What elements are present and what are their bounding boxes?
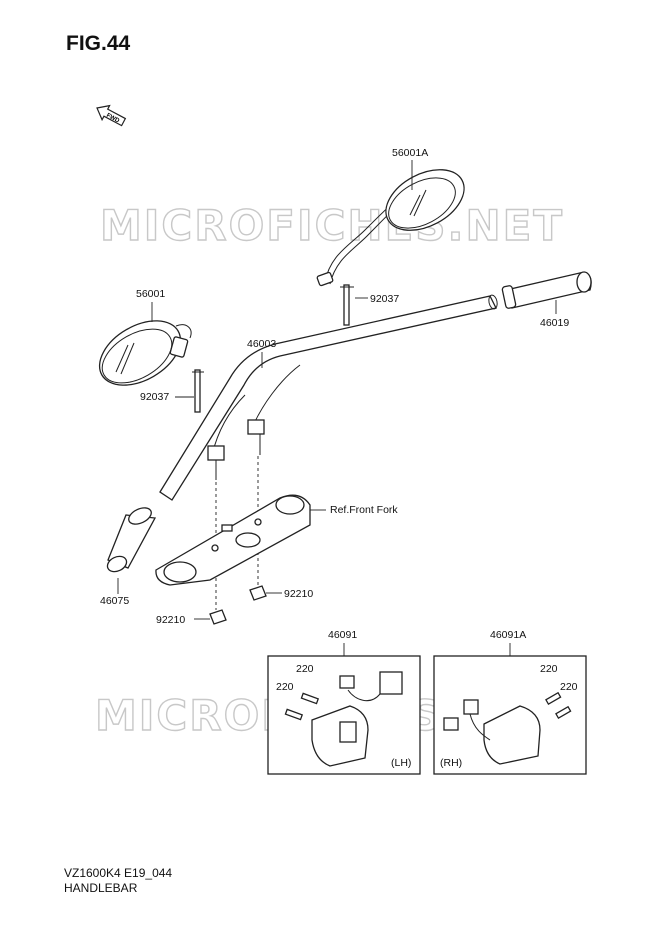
switch-right [443,691,572,765]
leader-lines [117,160,557,656]
label-mirror-right: 56001A [392,147,428,159]
label-screw-lh-a: 220 [296,663,314,675]
grip-right [501,271,592,309]
handlebar [159,294,498,501]
grip-left [106,507,157,573]
mirror-right [316,169,465,287]
label-side-rh: (RH) [440,757,462,769]
fork-bracket [155,494,311,586]
label-switch-right: 46091A [490,629,526,641]
nut-right [249,585,267,601]
label-side-lh: (LH) [391,757,411,769]
label-band-upper: 92037 [370,293,399,305]
label-band-lower: 92037 [140,391,169,403]
label-ref-front-fork: Ref.Front Fork [330,504,398,516]
switch-left [284,671,403,767]
label-nut-left: 92210 [156,614,185,626]
clamp-bolts [215,434,261,610]
label-handlebar: 46003 [247,338,276,350]
band-lower [192,369,204,413]
watermark-top: MICROFICHES.NET [100,201,564,250]
fwd-arrow-icon: FWD [96,104,127,127]
mirror-left [98,320,192,386]
band-upper [340,284,354,326]
footer-name: HANDLEBAR [64,881,138,895]
label-screw-rh-a: 220 [540,663,558,675]
label-mirror-left: 56001 [136,288,165,300]
label-grip-right: 46019 [540,317,569,329]
label-screw-rh-b: 220 [560,681,578,693]
label-switch-left: 46091 [328,629,357,641]
footer-code: VZ1600K4 E19_044 [64,866,173,880]
figure-title: FIG.44 [66,32,131,55]
nut-left [209,609,227,625]
label-screw-lh-b: 220 [276,681,294,693]
label-nut-right: 92210 [284,588,313,600]
label-grip-left: 46075 [100,595,129,607]
